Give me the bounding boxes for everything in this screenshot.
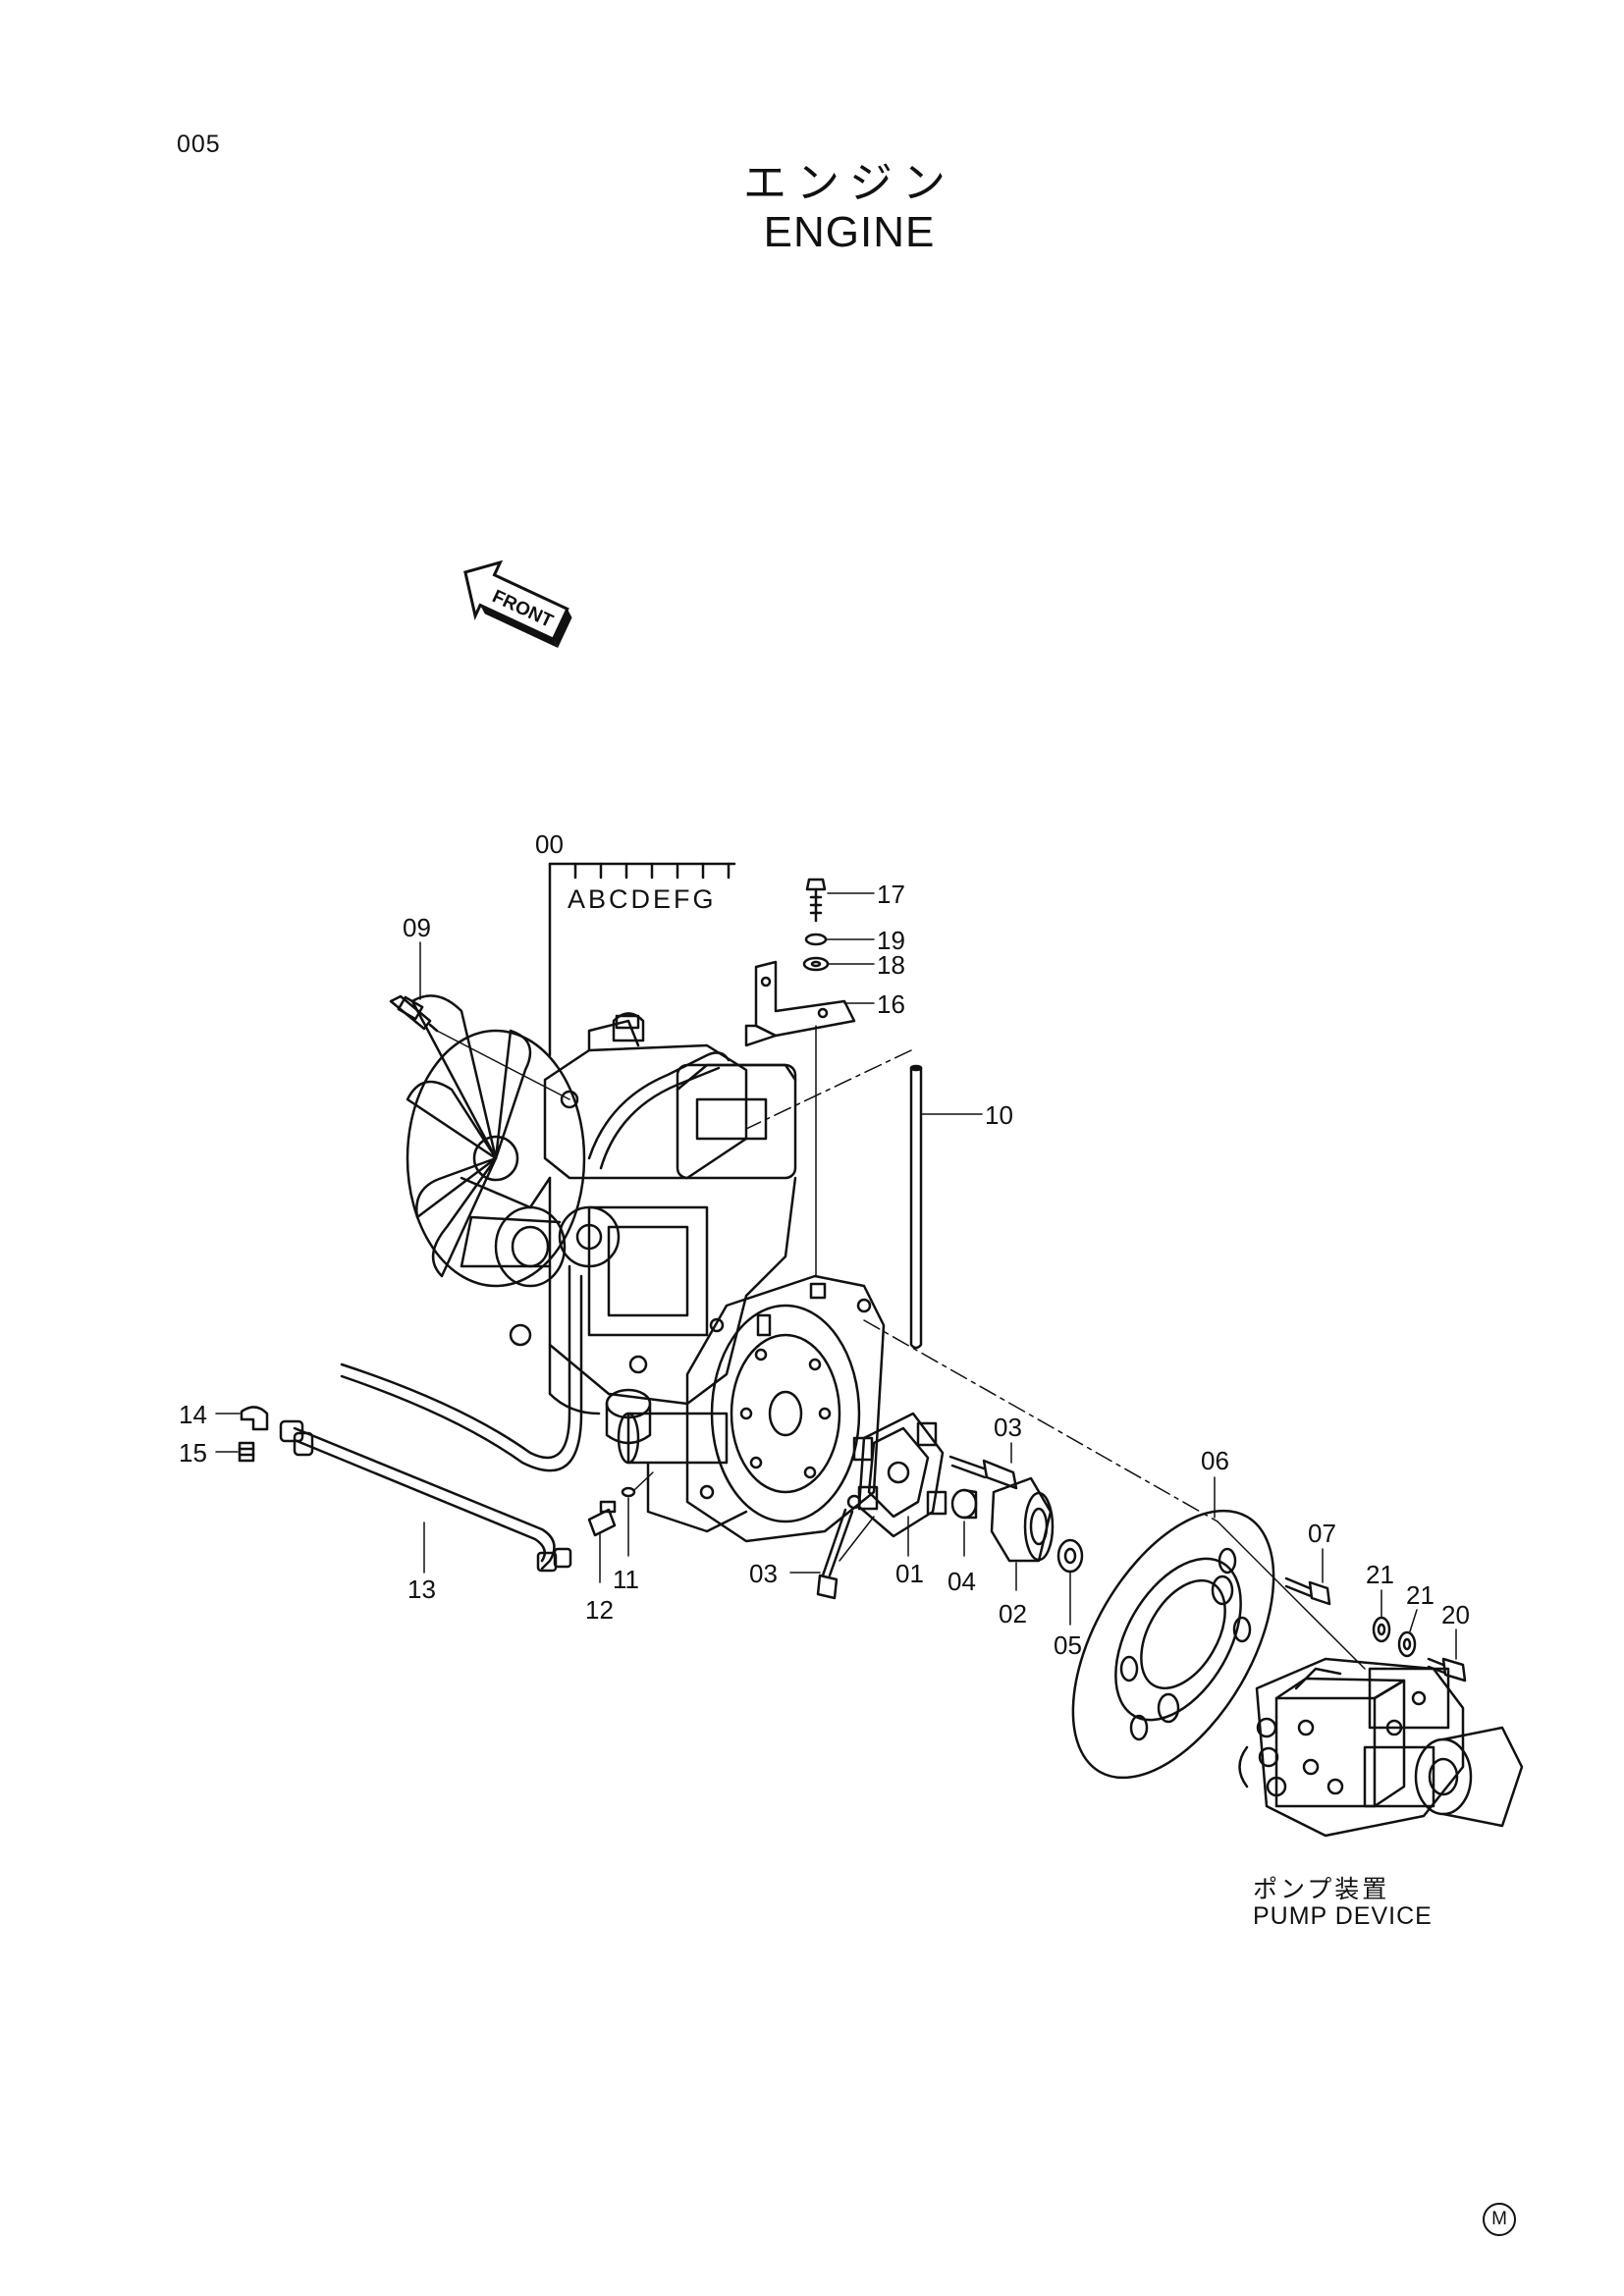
assembly-variant-letters: ABCDEFG: [568, 884, 717, 914]
callout-12: 12: [585, 1595, 614, 1625]
callout-03-upper: 03: [994, 1413, 1022, 1442]
engine-assembly: [406, 994, 797, 1533]
callout-19: 19: [877, 926, 905, 955]
callout-14: 14: [179, 1400, 207, 1429]
callout-21-right: 21: [1406, 1580, 1435, 1610]
plug-15: [238, 1441, 255, 1463]
fitting-12: [587, 1500, 617, 1537]
callout-05: 05: [1054, 1630, 1082, 1660]
hub-02: [990, 1476, 1055, 1563]
pump-device-label-jp: ポンプ装置: [1253, 1875, 1390, 1903]
dipstick-pipe-10: [909, 1064, 923, 1350]
title-english: ENGINE: [763, 208, 936, 256]
callout-09: 09: [403, 913, 431, 942]
callout-02: 02: [999, 1599, 1027, 1629]
title-japanese: エンジン: [743, 158, 955, 208]
callout-21-left: 21: [1366, 1560, 1394, 1589]
callout-04: 04: [947, 1567, 976, 1596]
pump-device-label-en: PUMP DEVICE: [1253, 1902, 1433, 1930]
oil-hose: [340, 1264, 571, 1460]
flywheel-housing: [685, 1274, 886, 1543]
callout-17: 17: [877, 880, 905, 909]
assembly-variant-bracket: [548, 862, 736, 1057]
callout-01: 01: [895, 1559, 924, 1588]
page-number: 005: [177, 131, 221, 158]
washer-18: [802, 956, 830, 972]
pump-device: [1238, 1657, 1524, 1838]
bolt-03-lower: [816, 1508, 854, 1600]
bolt-07: [1284, 1576, 1331, 1606]
coupling-01: [852, 1412, 947, 1538]
callout-18: 18: [877, 950, 905, 980]
callout-13: 13: [407, 1575, 436, 1604]
bolt-03-upper: [948, 1455, 1018, 1490]
callout-20: 20: [1441, 1600, 1470, 1629]
elbow-fitting-14: [240, 1406, 269, 1431]
lock-washer-19: [804, 933, 828, 946]
bushing-04: [950, 1488, 978, 1520]
washer-05: [1056, 1538, 1084, 1574]
sensor-09: [389, 994, 439, 1033]
washer-21-left: [1372, 1616, 1391, 1643]
pump-flange-06: [1071, 1509, 1275, 1780]
callout-11: 11: [613, 1565, 639, 1594]
bolt-17: [805, 878, 827, 923]
callout-03-lower: 03: [749, 1559, 778, 1588]
hose-13: [279, 1419, 572, 1573]
callout-16: 16: [877, 989, 905, 1019]
callout-10: 10: [985, 1100, 1013, 1130]
callout-06: 06: [1201, 1446, 1229, 1475]
callout-15: 15: [179, 1438, 207, 1468]
front-arrow-icon: FRONT: [463, 560, 572, 648]
callout-07: 07: [1308, 1519, 1336, 1548]
o-ring-11: [621, 1486, 636, 1498]
bracket-16: [744, 960, 856, 1047]
callout-00: 00: [535, 829, 564, 859]
washer-21-right: [1397, 1630, 1417, 1658]
footer-m-mark: M: [1483, 2203, 1516, 2236]
